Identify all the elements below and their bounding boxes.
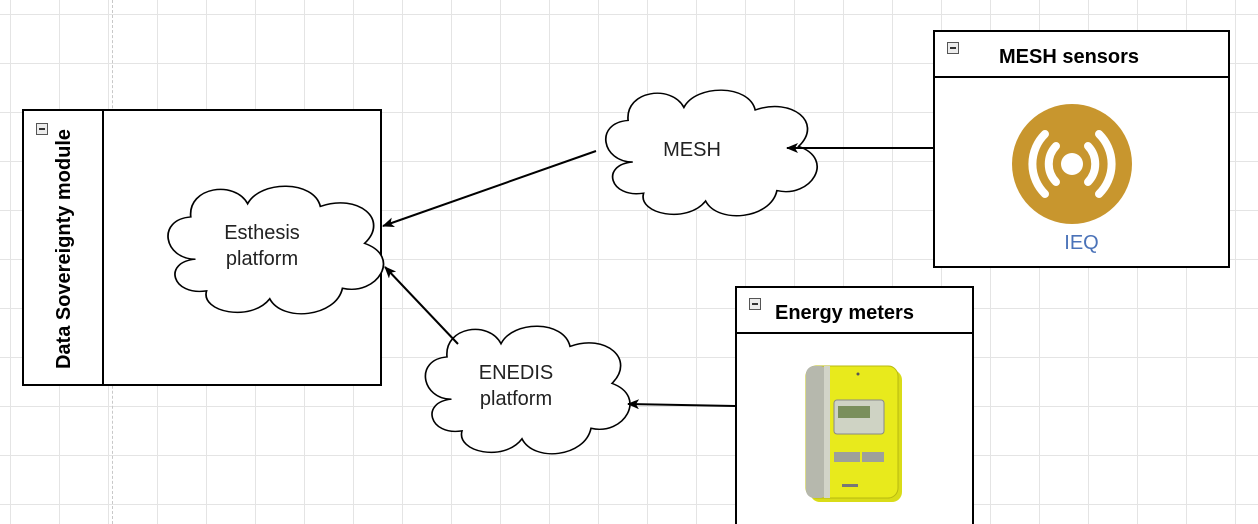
collapse-icon[interactable] <box>36 123 48 135</box>
energy-meters-title: Energy meters <box>775 302 914 324</box>
arrow-enedis-to-esthesis[interactable] <box>384 266 459 345</box>
mesh-label: MESH <box>663 139 721 161</box>
sensor-signal-icon[interactable] <box>1012 104 1132 224</box>
container-header: Energy meters <box>737 288 972 334</box>
ieq-label: IEQ <box>1064 232 1099 254</box>
container-header: MESH sensors <box>935 32 1228 78</box>
arrow-meters-to-enedis[interactable] <box>627 399 736 410</box>
energy-meter-icon[interactable] <box>804 364 908 504</box>
collapse-icon[interactable] <box>947 42 959 54</box>
mesh-sensors-container[interactable]: MESH sensors IEQ <box>933 30 1230 268</box>
energy-meters-container[interactable]: Energy meters <box>735 286 974 524</box>
arrow-mesh-to-esthesis[interactable] <box>382 150 597 228</box>
collapse-icon[interactable] <box>749 298 761 310</box>
mesh-sensors-title: MESH sensors <box>999 46 1140 68</box>
enedis-label: ENEDIS platform <box>478 362 554 410</box>
container-sidebar: Data Sovereignty module <box>24 111 104 384</box>
esthesis-label: Esthesis platform <box>224 222 300 270</box>
